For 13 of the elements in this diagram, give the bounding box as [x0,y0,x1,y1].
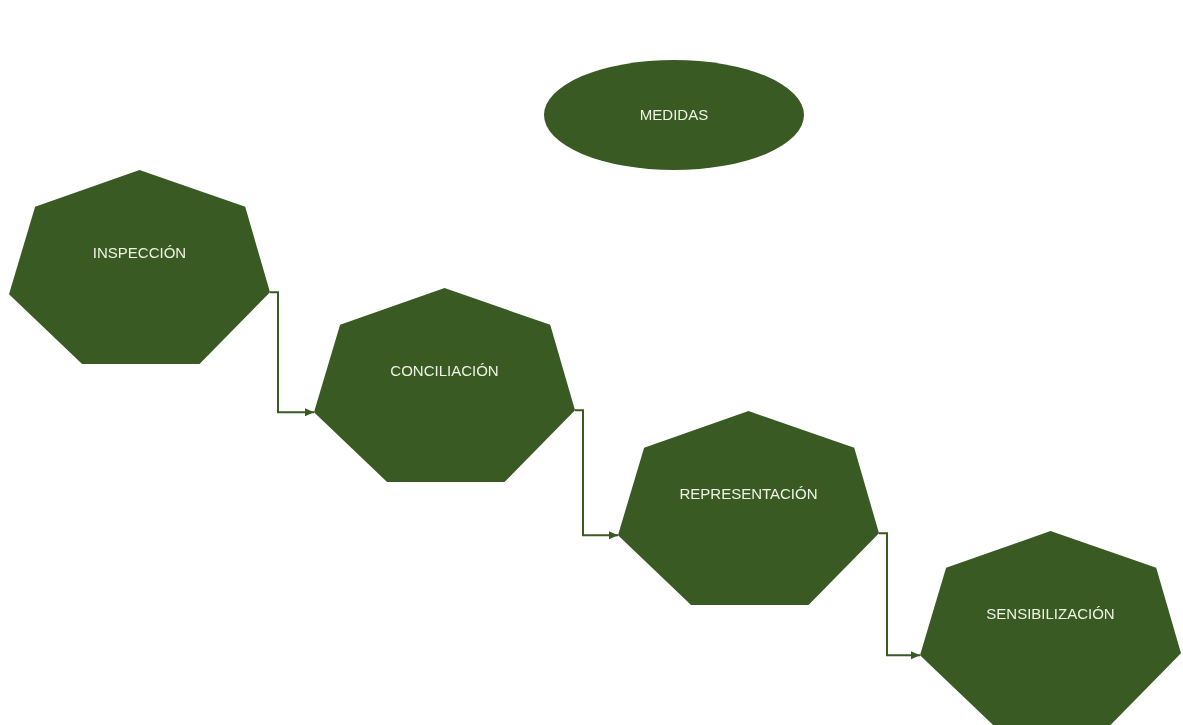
node-label: CONCILIACIÓN [390,361,499,381]
heptagon-step [9,170,270,364]
node-label: SENSIBILIZACIÓN [986,604,1115,624]
heptagon-step [314,288,575,482]
connector-arrow [878,532,921,660]
ellipse-node [544,60,804,170]
heptagon-step [920,531,1181,725]
node-label: MEDIDAS [639,105,709,125]
node-label: INSPECCIÓN [92,243,187,263]
heptagon-step [618,411,879,605]
connector-arrow [269,291,315,417]
node-label: REPRESENTACIÓN [679,484,818,504]
connector-arrow [574,409,619,540]
